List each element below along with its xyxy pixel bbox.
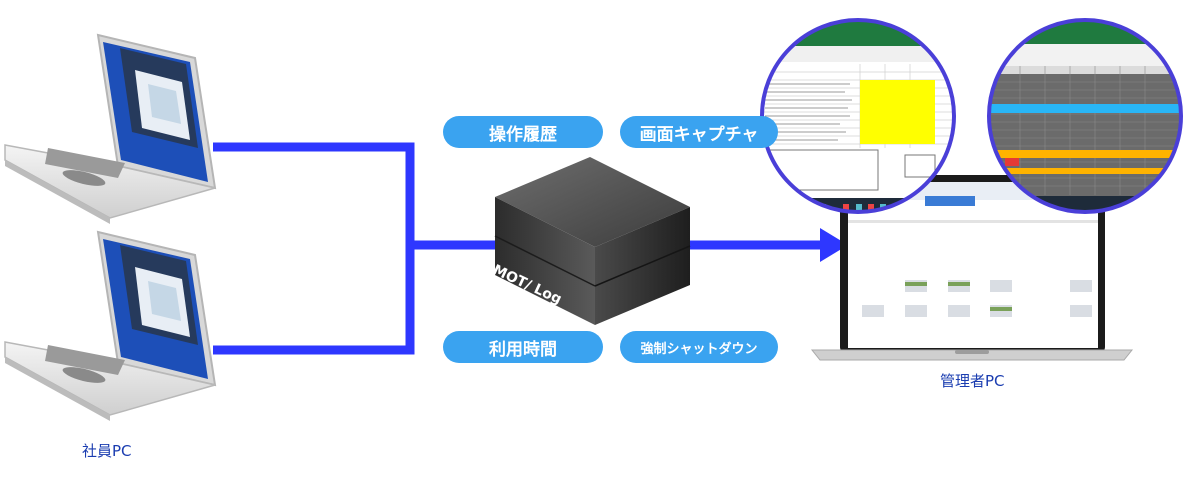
laptop-icon [4,33,217,224]
arrow-head [820,228,848,262]
laptop-icon [4,230,217,421]
feature-screen-capture: 画面キャプチャ [620,116,778,148]
connection-lines [213,142,822,355]
admin-pc-label: 管理者PC [940,372,1005,390]
feature-operation-history: 操作履歴 [443,116,603,148]
admin-laptop-icon [810,175,1134,361]
employee-pc-label: 社員PC [82,442,132,460]
server-box-icon [494,157,691,325]
feature-forced-shutdown: 強制シャットダウン [620,331,778,363]
feature-usage-time: 利用時間 [443,331,603,363]
